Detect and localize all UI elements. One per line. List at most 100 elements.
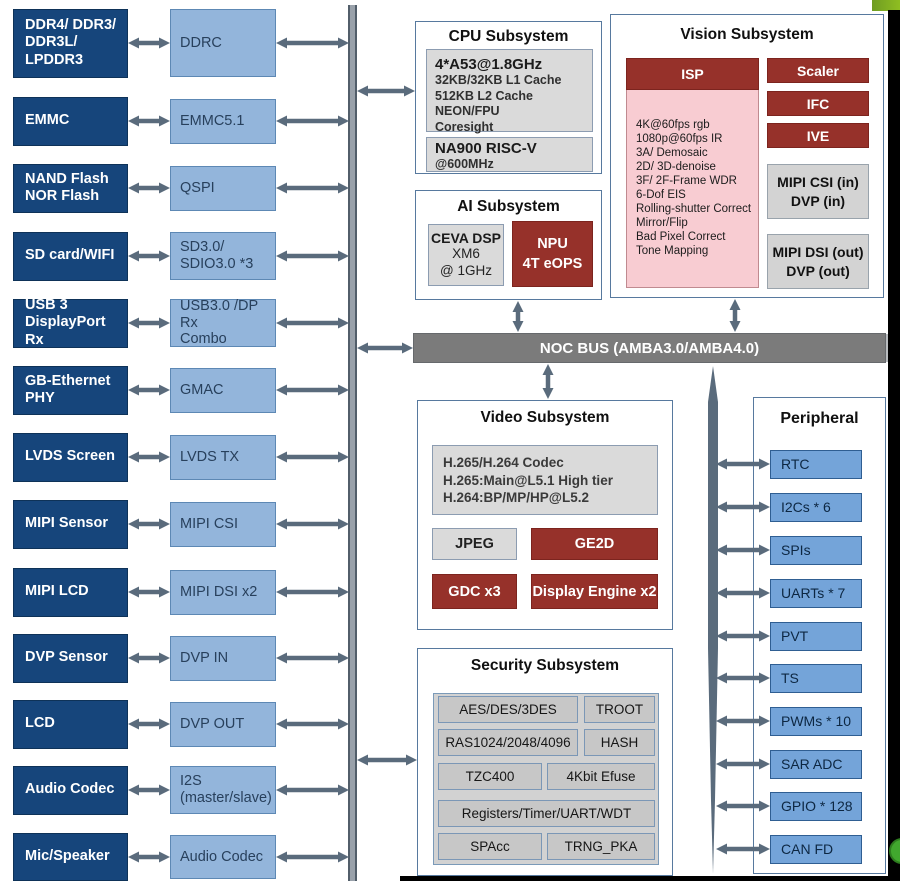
decor-green-corner — [872, 0, 900, 11]
controller-box: DVP OUT — [170, 701, 276, 747]
cpu-subsystem-panel: CPU Subsystem 4*A53@1.8GHz 32KB/32KB L1 … — [415, 21, 602, 174]
riscv-core-details: @600MHz — [435, 157, 494, 171]
external-device-box: MIPI LCD — [13, 567, 128, 617]
double-arrow — [276, 317, 349, 329]
double-arrow — [729, 299, 741, 332]
decor-bottom-black-strip — [400, 876, 900, 881]
scaler-block: Scaler — [767, 58, 869, 83]
peripheral-box: SAR ADC — [770, 749, 862, 779]
controller-box: DDRC — [170, 9, 276, 77]
external-device-box: USB 3 DisplayPort Rx — [13, 297, 128, 348]
noc-bus-label: NOC BUS (AMBA3.0/AMBA4.0) — [539, 339, 760, 357]
vision-subsystem-panel: Vision Subsystem ISP 4K@60fps rgb 1080p@… — [610, 14, 884, 298]
double-arrow — [276, 384, 349, 396]
external-device-box: Mic/Speaker — [13, 833, 128, 881]
jpeg-block: JPEG — [432, 528, 517, 560]
controller-box: EMMC5.1 — [170, 98, 276, 144]
double-arrow — [276, 851, 349, 863]
peripheral-box: UARTs * 7 — [770, 578, 862, 608]
peripheral-box: RTC — [770, 449, 862, 479]
double-arrow — [128, 37, 170, 49]
controller-box: LVDS TX — [170, 434, 276, 480]
peripheral-box: GPIO * 128 — [770, 791, 862, 821]
double-arrow — [276, 652, 349, 664]
external-device-box: Audio Codec — [13, 765, 128, 815]
security-chip: TZC400 — [438, 763, 542, 790]
video-subsystem-title: Video Subsystem — [480, 409, 610, 426]
ai-subsystem-panel: AI Subsystem CEVA DSP XM6 @ 1GHz NPU 4T … — [415, 190, 602, 300]
ifc-block: IFC — [767, 91, 869, 116]
ceva-dsp-box: CEVA DSP XM6 @ 1GHz — [428, 224, 504, 286]
peripheral-box: PWMs * 10 — [770, 706, 862, 736]
security-chip: TROOT — [584, 696, 655, 723]
security-chip: SPAcc — [438, 833, 542, 860]
decor-right-black-strip — [888, 10, 900, 881]
display-output-box: MIPI DSI (out) DVP (out) — [767, 234, 869, 289]
double-arrow — [128, 451, 170, 463]
riscv-core-name: NA900 RISC-V — [435, 140, 537, 157]
double-arrow — [542, 364, 554, 399]
npu-box: NPU 4T eOPS — [512, 221, 593, 287]
double-arrow — [276, 451, 349, 463]
double-arrow — [276, 182, 349, 194]
left-bus-bar — [348, 5, 357, 881]
security-chip: TRNG_PKA — [547, 833, 655, 860]
cpu-core-box: 4*A53@1.8GHz 32KB/32KB L1 Cache 512KB L2… — [426, 49, 593, 134]
double-arrow — [276, 518, 349, 530]
external-device-box: LCD — [13, 699, 128, 749]
double-arrow — [128, 317, 170, 329]
controller-box: I2S (master/slave) — [170, 766, 276, 814]
security-chip: HASH — [584, 729, 655, 756]
external-device-box: LVDS Screen — [13, 432, 128, 482]
camera-input-box: MIPI CSI (in) DVP (in) — [767, 164, 869, 219]
controller-box: MIPI DSI x2 — [170, 569, 276, 615]
security-chip: RAS1024/2048/4096 — [438, 729, 578, 756]
double-arrow — [357, 85, 415, 97]
double-arrow — [128, 518, 170, 530]
cpu-core-name: 4*A53@1.8GHz — [435, 56, 543, 73]
peripheral-box: TS — [770, 663, 862, 693]
external-device-box: MIPI Sensor — [13, 499, 128, 549]
noc-to-peripheral-connector — [708, 366, 718, 874]
double-arrow — [276, 718, 349, 730]
double-arrow — [357, 342, 413, 354]
double-arrow — [512, 301, 524, 332]
controller-box: QSPI — [170, 165, 276, 211]
double-arrow — [128, 586, 170, 598]
noc-bus: NOC BUS (AMBA3.0/AMBA4.0) — [413, 333, 886, 363]
double-arrow — [276, 586, 349, 598]
codec-box: H.265/H.264 Codec H.265:Main@L5.1 High t… — [432, 445, 658, 515]
double-arrow — [128, 851, 170, 863]
double-arrow — [357, 754, 417, 766]
npu-name: NPU — [537, 235, 568, 252]
ai-subsystem-title: AI Subsystem — [457, 198, 560, 215]
security-chip: Registers/Timer/UART/WDT — [438, 800, 655, 827]
security-subsystem-title: Security Subsystem — [470, 657, 620, 674]
peripheral-box: CAN FD — [770, 834, 862, 864]
security-chip: AES/DES/3DES — [438, 696, 578, 723]
controller-box: GMAC — [170, 367, 276, 413]
ge2d-block: GE2D — [531, 528, 658, 560]
gdc-block: GDC x3 — [432, 574, 517, 609]
external-device-box: DDR4/ DDR3/ DDR3L/ LPDDR3 — [13, 8, 128, 78]
isp-feature-list: 4K@60fps rgb 1080p@60fps IR 3A/ Demosaic… — [626, 90, 759, 288]
controller-box: MIPI CSI — [170, 501, 276, 547]
ive-block: IVE — [767, 123, 869, 148]
riscv-core-box: NA900 RISC-V @600MHz — [426, 137, 593, 172]
peripheral-box: SPIs — [770, 535, 862, 565]
peripheral-box: PVT — [770, 621, 862, 651]
cpu-core-details: 32KB/32KB L1 Cache 512KB L2 Cache NEON/F… — [435, 73, 562, 134]
ceva-dsp-details: XM6 @ 1GHz — [440, 246, 492, 278]
video-subsystem-panel: Video Subsystem H.265/H.264 Codec H.265:… — [417, 400, 673, 630]
double-arrow — [128, 384, 170, 396]
double-arrow — [128, 784, 170, 796]
controller-box: SD3.0/ SDIO3.0 *3 — [170, 232, 276, 280]
double-arrow — [128, 718, 170, 730]
peripheral-title: Peripheral — [780, 410, 859, 427]
external-device-box: EMMC — [13, 96, 128, 146]
double-arrow — [128, 115, 170, 127]
security-chip: 4Kbit Efuse — [547, 763, 655, 790]
double-arrow — [276, 784, 349, 796]
double-arrow — [128, 652, 170, 664]
